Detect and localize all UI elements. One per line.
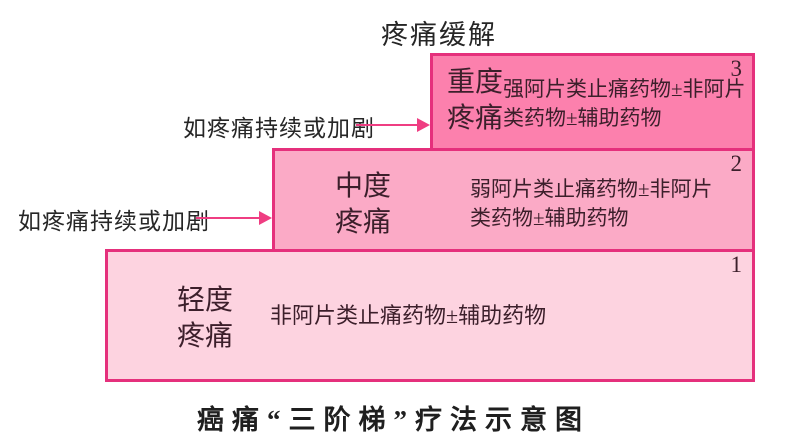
step-2-heading: 中度 疼痛 <box>335 171 392 238</box>
step-2-number: 2 <box>730 151 743 176</box>
step-2-box: 中度 疼痛 弱阿片类止痛药物±非阿片 类药物±辅助药物 2 <box>272 148 755 252</box>
step-3-heading: 重度 疼痛 <box>447 67 504 134</box>
step-3-box: 重度 疼痛 强阿片类止痛药物±非阿片 类药物±辅助药物 3 <box>430 53 755 151</box>
step-1-heading: 轻度 疼痛 <box>177 285 234 352</box>
step-1-number: 1 <box>730 252 743 277</box>
arrow-upper-line <box>356 124 418 126</box>
arrow-upper-head-icon <box>417 118 430 132</box>
pain-relief-label: 疼痛缓解 <box>381 20 497 50</box>
step-3-number: 3 <box>730 56 743 81</box>
step-1-description: 非阿片类止痛药物±辅助药物 <box>270 303 547 328</box>
step-3-description: 强阿片类止痛药物±非阿片 类药物±辅助药物 <box>503 77 746 130</box>
arrow-lower-head-icon <box>259 211 272 225</box>
pain-persists-label-lower: 如疼痛持续或加剧 <box>18 209 210 234</box>
step-1-box: 轻度 疼痛 非阿片类止痛药物±辅助药物 1 <box>105 249 755 382</box>
arrow-lower-line <box>196 217 260 219</box>
pain-persists-label-upper: 如疼痛持续或加剧 <box>183 116 375 141</box>
diagram-title: 癌痛“三阶梯”疗法示意图 <box>197 405 590 435</box>
step-2-description: 弱阿片类止痛药物±非阿片 类药物±辅助药物 <box>470 177 713 230</box>
